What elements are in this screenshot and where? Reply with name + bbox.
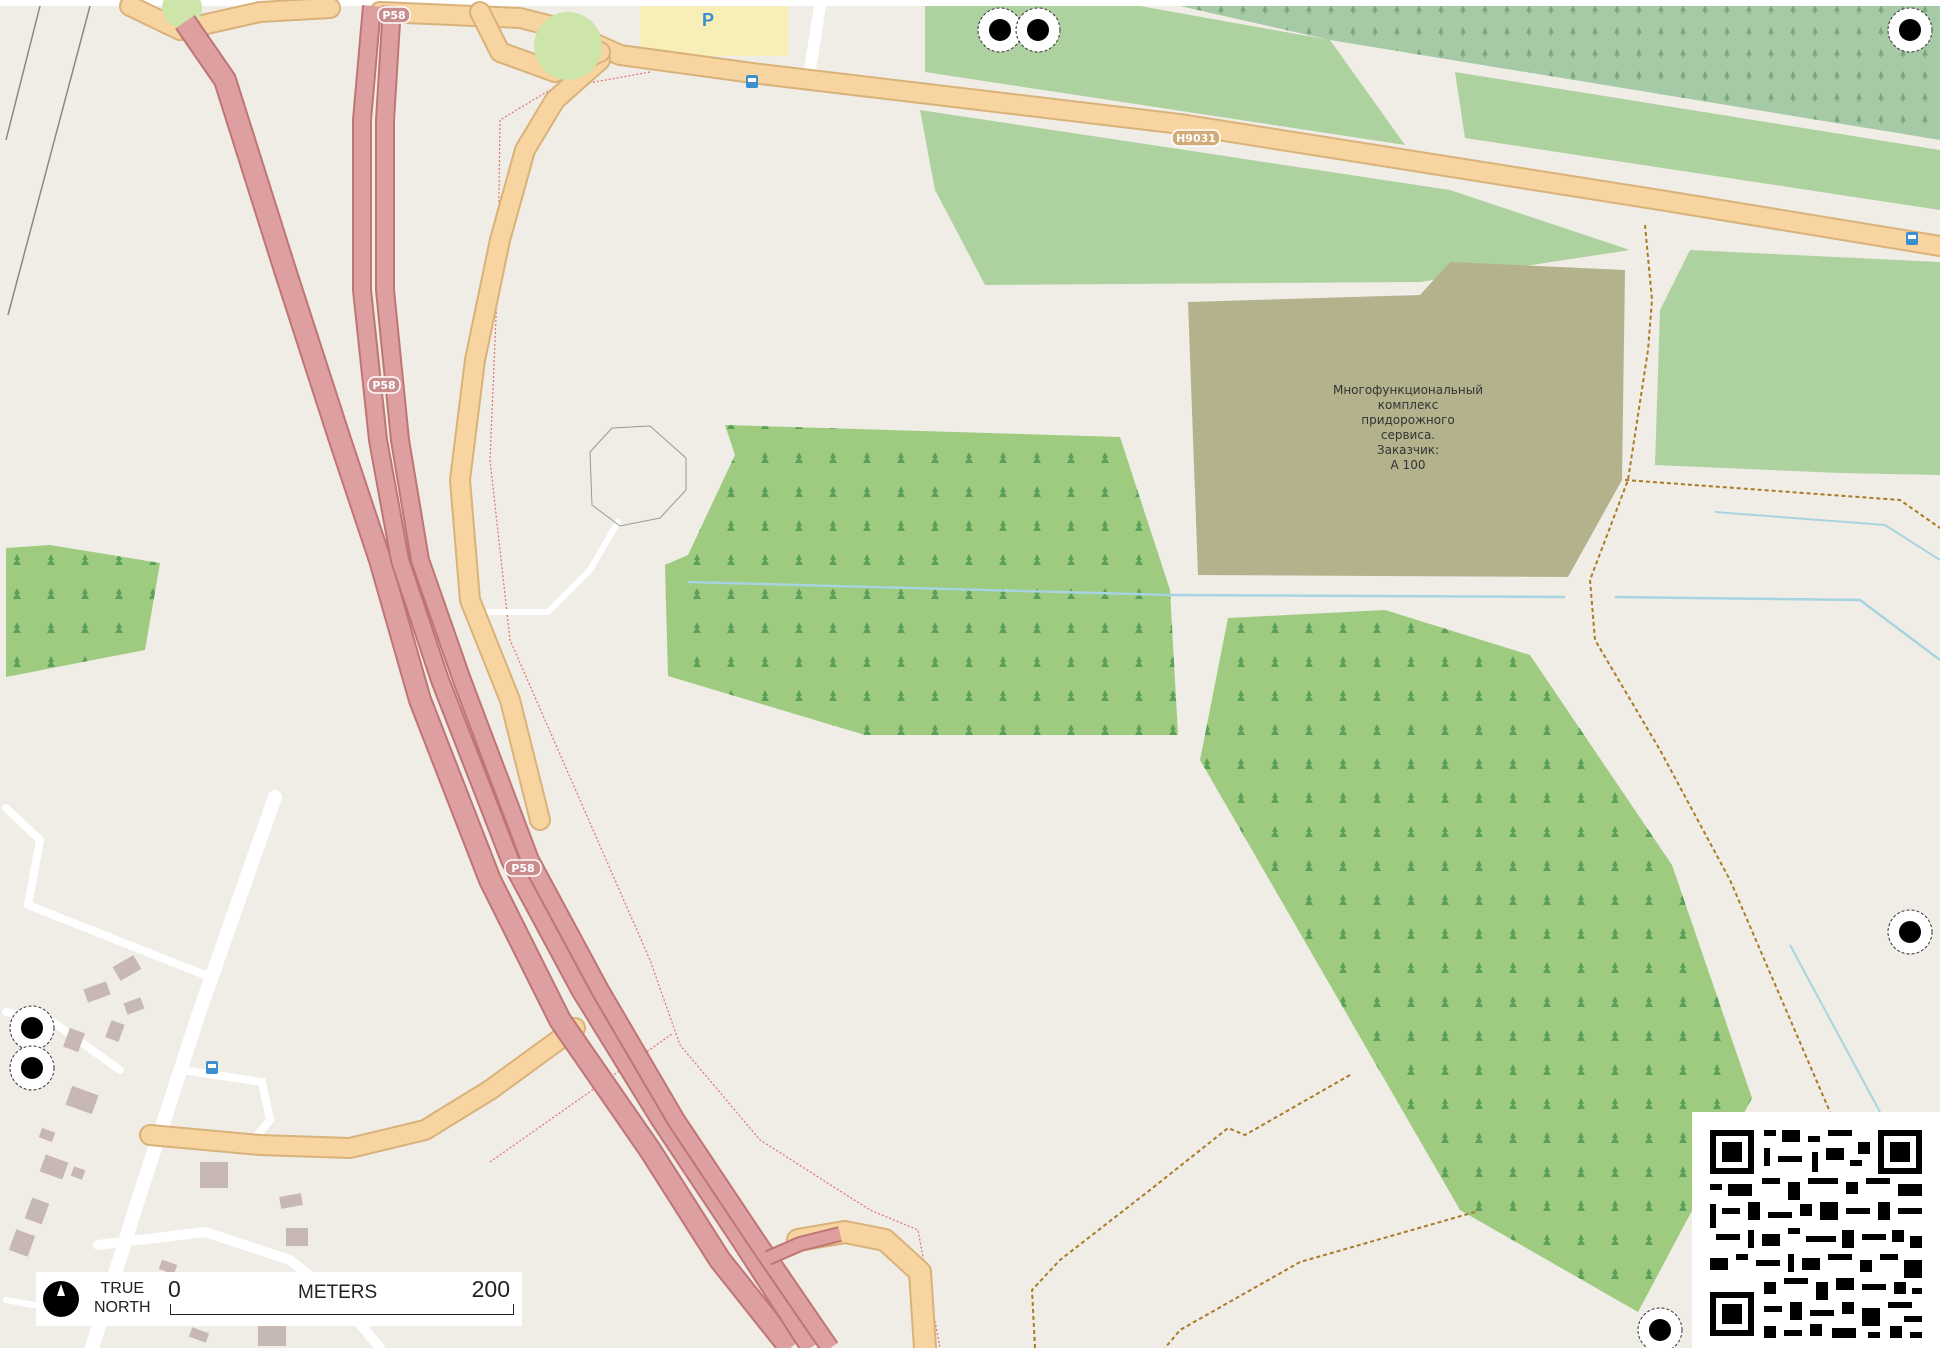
stream-north <box>1714 511 1940 561</box>
svg-text:комплекс: комплекс <box>1378 398 1438 412</box>
svg-text:придорожного: придорожного <box>1361 413 1455 427</box>
road-ref-shield-4: H9031 <box>1171 129 1221 147</box>
scale-unit-label: METERS <box>298 1282 378 1303</box>
road-ref-shield-2: P58 <box>367 376 401 394</box>
stream <box>687 580 1940 661</box>
scale-legend: TRUE NORTH 0 METERS 200 <box>36 1272 522 1326</box>
registration-marker-icon <box>9 1045 55 1091</box>
scale-bar <box>170 1304 514 1315</box>
registration-marker-icon <box>1637 1307 1683 1348</box>
forest-right-pattern <box>1200 610 1752 1312</box>
meadow-top-right <box>1455 72 1940 210</box>
qr-code-icon <box>1692 1112 1940 1348</box>
registration-marker-icon <box>1887 909 1933 955</box>
svg-text:P58: P58 <box>511 862 534 875</box>
meadow-right <box>1655 250 1940 475</box>
forest-left-pattern <box>6 545 160 677</box>
track-south <box>1030 1074 1351 1348</box>
registration-marker-icon <box>9 1005 55 1051</box>
scale-max-label: 200 <box>471 1276 510 1302</box>
commercial-area[interactable] <box>1188 262 1625 577</box>
north-arrow-icon <box>43 1281 79 1317</box>
north-label-line2: NORTH <box>94 1299 151 1316</box>
svg-text:А 100: А 100 <box>1391 458 1426 472</box>
roundabout-outline <box>589 425 687 527</box>
bus-stop-icon[interactable] <box>1906 232 1918 245</box>
north-label-line1: TRUE <box>100 1280 145 1297</box>
road-ref-shield-3: P58 <box>504 859 542 877</box>
bus-stop-icon[interactable] <box>206 1061 218 1074</box>
svg-text:P58: P58 <box>382 9 405 22</box>
registration-marker-icon <box>1887 7 1933 53</box>
registration-marker-icon <box>1015 7 1061 53</box>
scale-zero-label: 0 <box>168 1276 181 1302</box>
meadow-middle <box>920 110 1630 285</box>
parking-area[interactable] <box>640 6 788 56</box>
commercial-area-label: Многофункциональный комплекс придорожног… <box>1333 383 1483 472</box>
track-south-2 <box>1164 1211 1476 1348</box>
svg-text:P58: P58 <box>372 379 395 392</box>
road-ref-shield-1: P58 <box>377 6 411 24</box>
svg-text:H9031: H9031 <box>1176 132 1216 145</box>
roundabout-island <box>534 12 602 80</box>
bus-stop-icon[interactable] <box>746 75 758 88</box>
track-east <box>1588 224 1831 1113</box>
svg-text:сервиса.: сервиса. <box>1381 428 1435 442</box>
page-border-top <box>0 0 1940 6</box>
forest-dark-top-pattern <box>1180 6 1940 140</box>
forest-center-pattern <box>665 425 1178 735</box>
map-edge-lines <box>5 5 91 316</box>
svg-text:Заказчик:: Заказчик: <box>1377 443 1439 457</box>
trunk-road-p58[interactable] <box>175 5 842 1348</box>
stream-east <box>1789 944 1881 1113</box>
registration-marker-icon <box>977 7 1023 53</box>
buildings[interactable] <box>8 955 308 1346</box>
parking-symbol: P <box>702 10 714 30</box>
north-label: TRUE NORTH <box>94 1279 151 1317</box>
svg-text:Многофункциональный: Многофункциональный <box>1333 383 1483 397</box>
track-loop <box>1624 479 1940 529</box>
